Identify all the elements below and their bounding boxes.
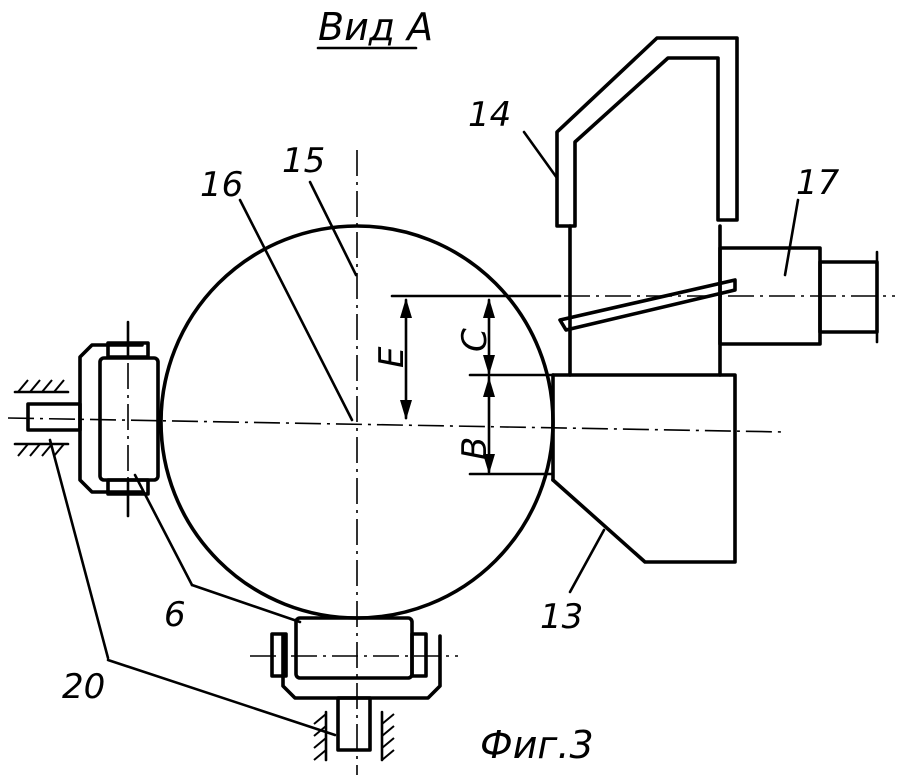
dim-e-label: E <box>372 346 412 368</box>
callout-20: 20 <box>62 667 105 707</box>
callout-17: 17 <box>796 163 840 203</box>
left-mount-stud <box>26 402 82 432</box>
callout-13: 13 <box>540 597 583 637</box>
dim-b-arrow-top <box>483 377 495 397</box>
leader-6a <box>133 473 194 587</box>
leader-6b <box>190 583 302 624</box>
horizontal-center-line <box>7 417 786 433</box>
inclined-blade <box>558 278 737 332</box>
dim-c-arrow-top <box>483 298 495 318</box>
bottom-mount-stud <box>336 696 372 752</box>
dim-b-arrow-bottom <box>483 454 495 474</box>
leader-17 <box>783 198 800 277</box>
dim-c-arrow-bottom <box>483 355 495 375</box>
drive-17-shaft <box>818 260 879 334</box>
callout-6: 6 <box>164 595 186 635</box>
callout-16: 16 <box>200 165 243 205</box>
callout-15: 15 <box>282 141 325 181</box>
leader-13 <box>568 528 606 594</box>
bottom-roller-6 <box>294 616 414 680</box>
figure-caption: Фиг.3 <box>480 723 594 767</box>
leader-15 <box>308 180 358 277</box>
left-roller-bracket <box>78 343 144 494</box>
callout-14: 14 <box>468 95 511 135</box>
hopper-14 <box>555 36 739 228</box>
dim-b-label: B <box>455 437 495 460</box>
bottom-roller-bracket <box>281 634 442 700</box>
left-roller-cap-bottom <box>106 478 150 496</box>
leader-16 <box>238 198 354 422</box>
leader-14 <box>522 130 559 180</box>
dim-e-arrow-top <box>400 298 412 318</box>
dim-e-arrow-bottom <box>400 400 412 420</box>
leader-20b <box>106 658 337 737</box>
housing-13 <box>551 373 737 564</box>
dim-c-label: C <box>455 328 495 352</box>
bottom-roller-cap-left <box>270 632 288 678</box>
bottom-roller-cap-right <box>410 632 428 678</box>
left-roller-6 <box>98 356 160 482</box>
view-title: Вид А <box>318 5 433 49</box>
left-roller-cap-top <box>106 341 150 359</box>
leader-20a <box>48 438 110 660</box>
